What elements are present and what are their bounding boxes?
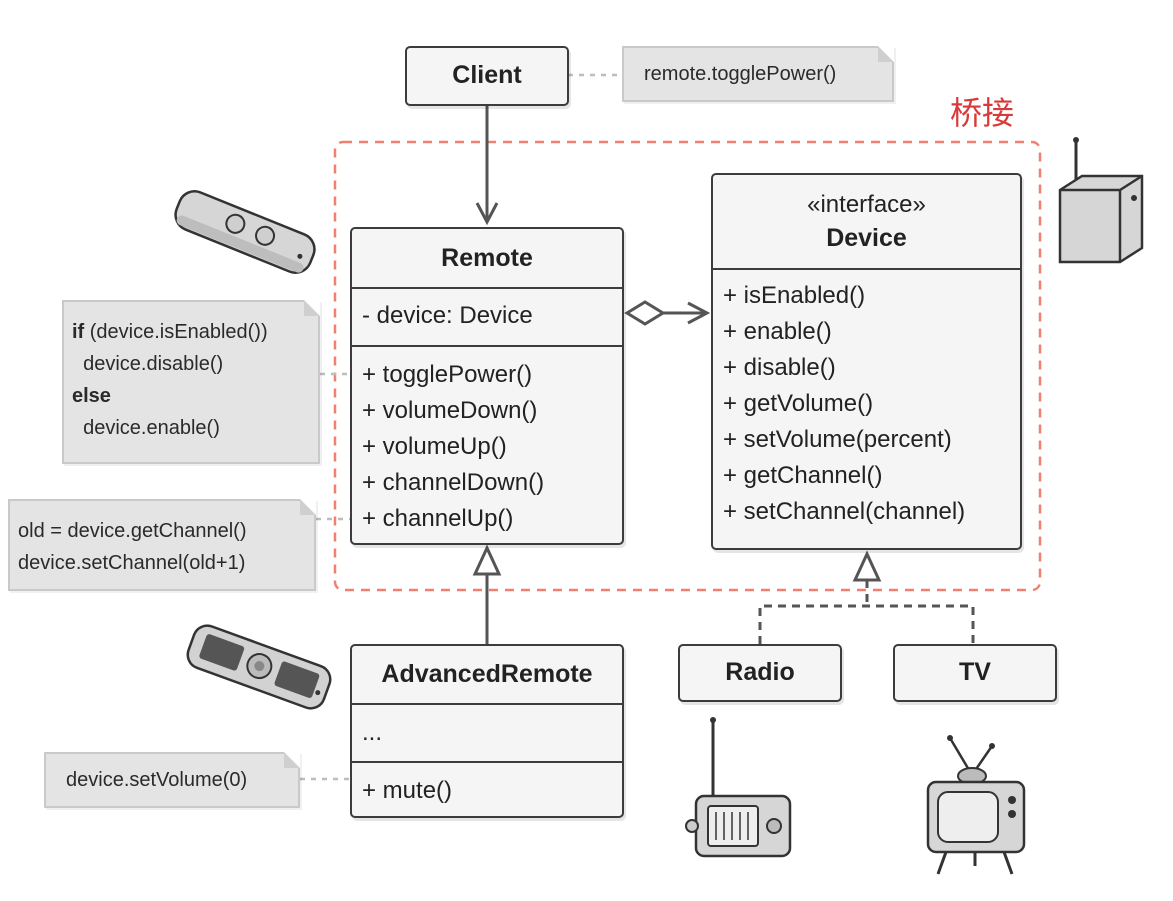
channel-up-note: old = device.getChannel() device.setChan… bbox=[8, 499, 316, 591]
remote-class[interactable]: Remote - device: Device + togglePower() … bbox=[350, 227, 624, 545]
remote-class-name: Remote bbox=[441, 244, 533, 272]
note-line: device.disable() bbox=[72, 353, 224, 375]
remote-fields: - device: Device bbox=[352, 289, 622, 347]
radio-class-name: Radio bbox=[725, 658, 795, 686]
advanced-remote-icon bbox=[186, 624, 332, 710]
radio-icon bbox=[685, 717, 792, 858]
device-box-icon bbox=[1058, 137, 1144, 264]
toggle-power-note: if (device.isEnabled()) device.disable()… bbox=[62, 300, 320, 464]
realization-arrow bbox=[758, 550, 975, 644]
radio-class[interactable]: Radio bbox=[678, 644, 842, 702]
remote-method: + volumeDown() bbox=[362, 397, 538, 424]
device-method: + disable() bbox=[723, 354, 836, 381]
device-method: + enable() bbox=[723, 318, 832, 345]
advanced-remote-fields: ... bbox=[352, 705, 622, 763]
device-method: + setChannel(channel) bbox=[723, 498, 966, 525]
aggregation-arrow bbox=[624, 300, 711, 326]
mute-note-text: device.setVolume(0) bbox=[66, 769, 248, 791]
remote-method: + togglePower() bbox=[362, 361, 533, 388]
client-class[interactable]: Client bbox=[405, 46, 569, 106]
note-line: old = device.getChannel() bbox=[18, 520, 247, 542]
advanced-remote-methods: + mute() bbox=[352, 763, 622, 809]
mute-note: device.setVolume(0) bbox=[44, 752, 300, 808]
note-line: if (device.isEnabled()) bbox=[72, 321, 268, 343]
note-fold bbox=[304, 300, 320, 316]
device-stereotype: «interface» bbox=[807, 191, 926, 218]
advanced-remote-method: + mute() bbox=[362, 777, 453, 804]
device-header: «interface» Device bbox=[713, 175, 1020, 270]
device-methods: + isEnabled() + enable() + disable() + g… bbox=[713, 270, 1020, 530]
advanced-remote-class-name: AdvancedRemote bbox=[381, 660, 593, 688]
note-fold bbox=[878, 46, 894, 62]
tv-class[interactable]: TV bbox=[893, 644, 1057, 702]
bridge-label: 桥接 bbox=[950, 94, 1015, 132]
inheritance-arrow bbox=[472, 544, 502, 644]
note-line: device.enable() bbox=[72, 417, 220, 439]
advanced-remote-class[interactable]: AdvancedRemote ... + mute() bbox=[350, 644, 624, 818]
note-line: device.setChannel(old+1) bbox=[18, 552, 246, 574]
device-method: + getVolume() bbox=[723, 390, 874, 417]
device-interface[interactable]: «interface» Device + isEnabled() + enabl… bbox=[711, 173, 1022, 550]
advanced-remote-header: AdvancedRemote bbox=[352, 646, 622, 705]
note-fold bbox=[300, 499, 316, 515]
device-interface-name: Device bbox=[826, 224, 907, 252]
device-method: + getChannel() bbox=[723, 462, 883, 489]
client-class-name: Client bbox=[452, 61, 522, 89]
remote-method: + channelDown() bbox=[362, 469, 545, 496]
tv-icon bbox=[926, 735, 1026, 875]
note-fold bbox=[284, 752, 300, 768]
bridge-region bbox=[333, 140, 1042, 592]
client-note: remote.togglePower() bbox=[622, 46, 894, 102]
advanced-remote-field: ... bbox=[362, 719, 383, 746]
remote-field: - device: Device bbox=[362, 302, 533, 329]
remote-methods: + togglePower() + volumeDown() + volumeU… bbox=[352, 347, 622, 537]
device-method: + setVolume(percent) bbox=[723, 426, 952, 453]
tv-class-name: TV bbox=[959, 658, 991, 686]
note-line: else bbox=[72, 385, 111, 407]
remote-control-icon bbox=[174, 190, 316, 274]
remote-method: + volumeUp() bbox=[362, 433, 507, 460]
device-method: + isEnabled() bbox=[723, 282, 866, 309]
client-note-text: remote.togglePower() bbox=[644, 63, 837, 85]
remote-header: Remote bbox=[352, 229, 622, 289]
remote-method: + channelUp() bbox=[362, 505, 514, 532]
client-remote-arrow bbox=[475, 106, 499, 226]
